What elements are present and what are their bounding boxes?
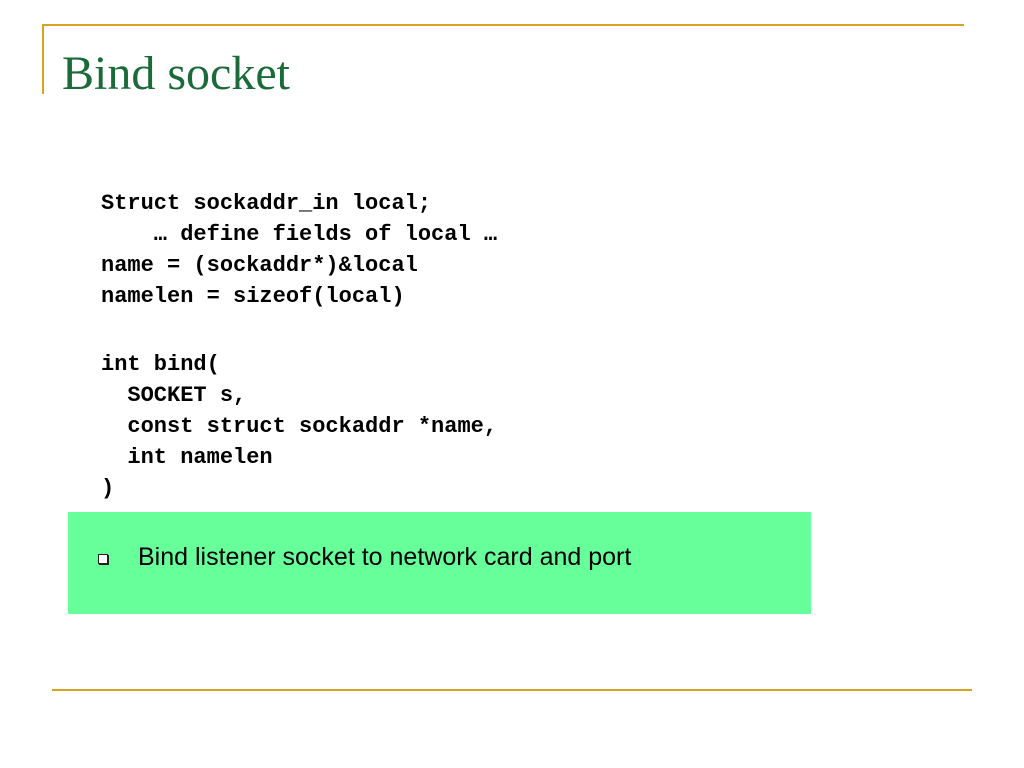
code-block-sockaddr: Struct sockaddr_in local; … define field… xyxy=(101,191,498,309)
bullet-text: Bind listener socket to network card and… xyxy=(138,543,632,571)
frame-top-line xyxy=(42,24,964,26)
square-bullet-icon xyxy=(98,554,108,564)
slide-title: Bind socket xyxy=(62,47,290,100)
code-block-bind-signature: int bind( SOCKET s, const struct sockadd… xyxy=(101,352,498,501)
callout-box: Bind listener socket to network card and… xyxy=(68,512,811,614)
bullet-item: Bind listener socket to network card and… xyxy=(98,540,631,574)
frame-bottom-line xyxy=(52,689,972,691)
frame-left-line xyxy=(42,24,44,94)
